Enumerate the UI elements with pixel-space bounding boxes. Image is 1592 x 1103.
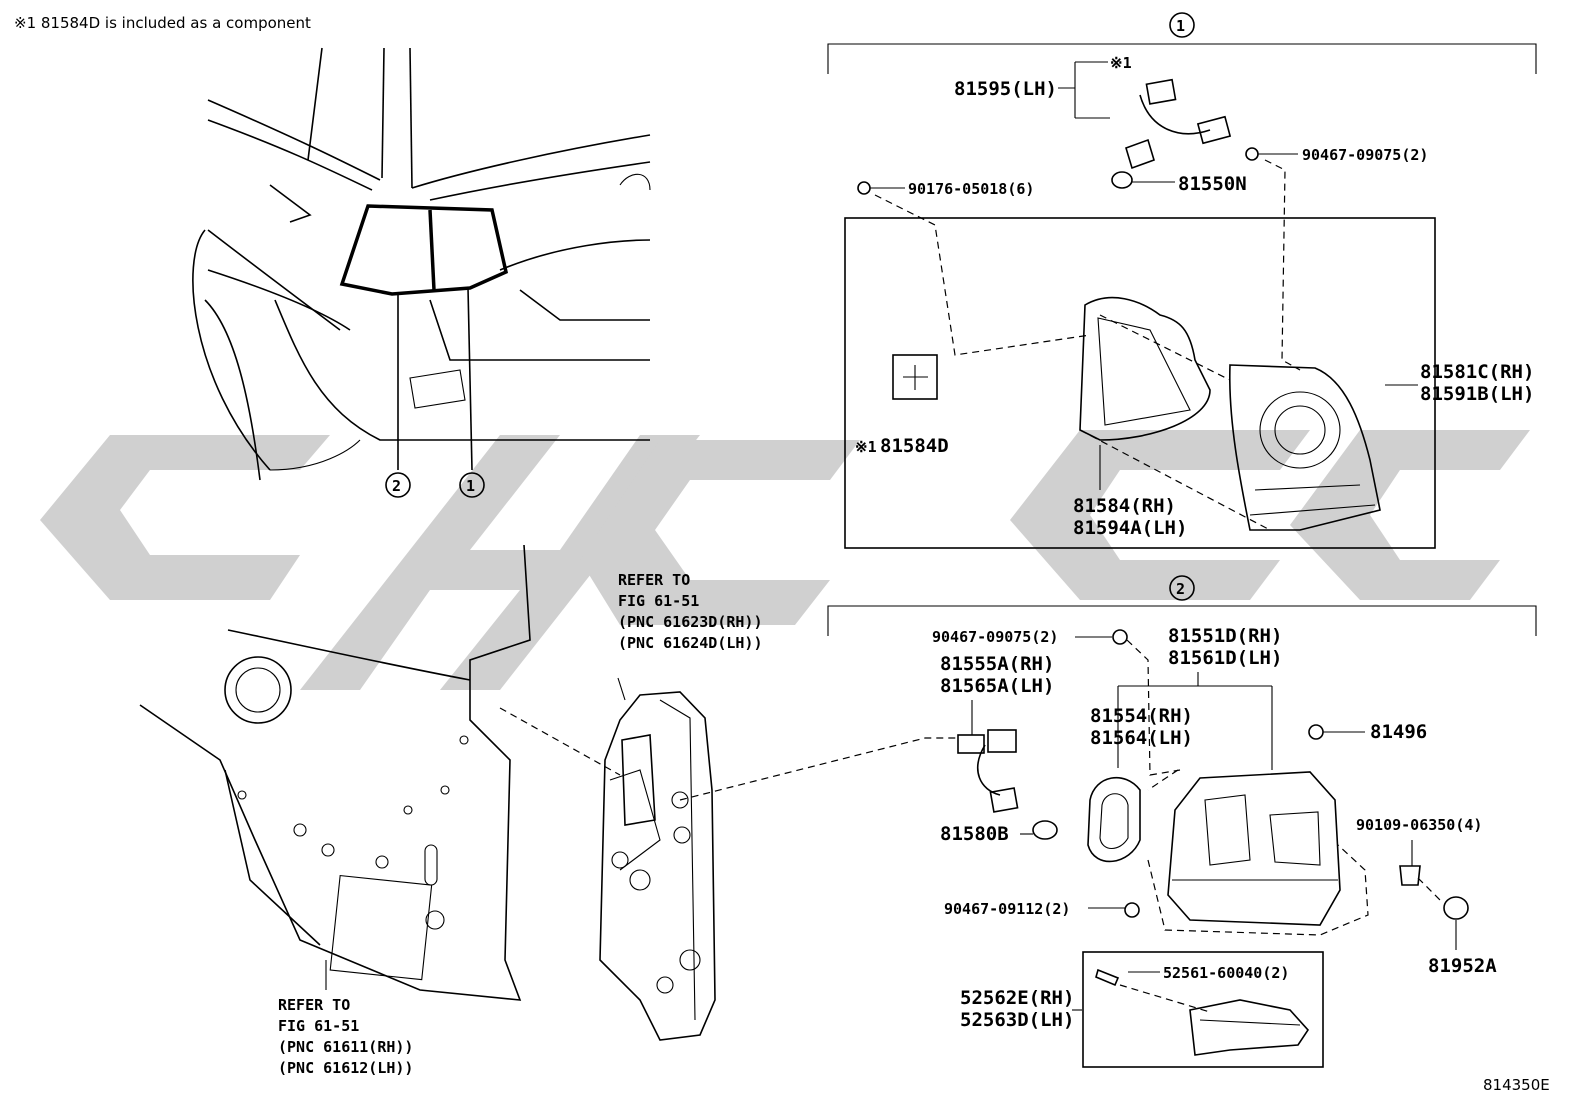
refer-upper-line2: FIG 61-51 bbox=[618, 592, 699, 610]
refer-lower-line1: REFER TO bbox=[278, 996, 350, 1014]
figure-code: 814350E bbox=[1483, 1076, 1550, 1094]
part-90467-09075-group2: 90467-09075(2) bbox=[932, 628, 1058, 646]
refer-lower-line3: (PNC 61611(RH)) bbox=[278, 1038, 413, 1056]
part-81584d: 81584D bbox=[880, 435, 949, 457]
part-81551d-rh: 81551D(RH) bbox=[1168, 625, 1282, 647]
mark-1-socket: ※1 bbox=[1110, 54, 1132, 72]
vehicle-rear-view: 2 1 bbox=[192, 47, 651, 498]
header-note: ※1 81584D is included as a component bbox=[14, 14, 311, 32]
part-81580b: 81580B bbox=[940, 823, 1009, 845]
callout-1-marker bbox=[459, 472, 485, 498]
part-52561-60040: 52561-60040(2) bbox=[1163, 964, 1289, 982]
callout-1-label: 1 bbox=[466, 477, 475, 495]
part-90109-06350: 90109-06350(4) bbox=[1356, 816, 1482, 834]
part-81561d-lh: 81561D(LH) bbox=[1168, 647, 1282, 669]
part-81595-lh: 81595(LH) bbox=[954, 78, 1057, 100]
part-81550n: 81550N bbox=[1178, 173, 1247, 195]
part-90467-09112: 90467-09112(2) bbox=[944, 900, 1070, 918]
watermark-c-2 bbox=[580, 440, 860, 625]
refer-lower-line2: FIG 61-51 bbox=[278, 1017, 359, 1035]
watermark-c-1 bbox=[40, 435, 330, 600]
gasket-81584 bbox=[1079, 296, 1211, 441]
refer-upper-line3: (PNC 61623D(RH)) bbox=[618, 613, 763, 631]
refer-upper-line1: REFER TO bbox=[618, 571, 690, 589]
part-81594a-lh: 81594A(LH) bbox=[1073, 517, 1187, 539]
watermark-h bbox=[300, 435, 700, 690]
refer-upper-line4: (PNC 61624D(LH)) bbox=[618, 634, 763, 652]
watermark-c-4 bbox=[1290, 430, 1530, 600]
group-1-box bbox=[844, 217, 1436, 549]
reflector-52562e bbox=[1189, 999, 1310, 1056]
gasket-81554 bbox=[1087, 776, 1141, 863]
group-2-number: 2 bbox=[1176, 580, 1185, 598]
mark-1-81584d: ※1 bbox=[855, 438, 877, 456]
part-81591b-lh: 81591B(LH) bbox=[1420, 383, 1534, 405]
inner-lamp-81581c bbox=[1228, 364, 1381, 531]
lamp-mount-bracket: REFER TO FIG 61-51 (PNC 61623D(RH)) (PNC… bbox=[499, 571, 960, 1041]
part-52562e-rh: 52562E(RH) bbox=[960, 987, 1074, 1009]
callout-2-label: 2 bbox=[392, 477, 401, 495]
outer-lamp-81551d bbox=[1167, 771, 1341, 926]
part-81554-rh: 81554(RH) bbox=[1090, 705, 1193, 727]
part-81581c-rh: 81581C(RH) bbox=[1420, 361, 1534, 383]
part-52563d-lh: 52563D(LH) bbox=[960, 1009, 1074, 1031]
part-81564-lh: 81564(LH) bbox=[1090, 727, 1193, 749]
watermark-c-3 bbox=[1010, 430, 1310, 600]
callout-2-marker bbox=[385, 472, 411, 498]
group-2-reflector-box bbox=[1082, 951, 1324, 1068]
group-1-assembly: 1 81595(LH) ※1 81550N 90467-09075(2) 901… bbox=[827, 12, 1537, 549]
part-90176-05018: 90176-05018(6) bbox=[908, 180, 1034, 198]
quarter-panel: REFER TO FIG 61-51 (PNC 61611(RH)) (PNC … bbox=[139, 544, 531, 1077]
group-2-marker bbox=[1169, 575, 1195, 601]
group-2-assembly: 2 90467-09075(2) 81551D(RH) 81561D(LH) 8… bbox=[827, 575, 1537, 1068]
part-81555a-rh: 81555A(RH) bbox=[940, 653, 1054, 675]
part-81496: 81496 bbox=[1370, 721, 1427, 743]
group-1-marker bbox=[1169, 12, 1195, 38]
group-1-number: 1 bbox=[1176, 17, 1185, 35]
part-81565a-lh: 81565A(LH) bbox=[940, 675, 1054, 697]
refer-lower-line4: (PNC 61612(LH)) bbox=[278, 1059, 413, 1077]
part-81584-rh: 81584(RH) bbox=[1073, 495, 1176, 517]
part-90467-09075-group1: 90467-09075(2) bbox=[1302, 146, 1428, 164]
watermark bbox=[40, 430, 1530, 690]
tail-lamp-outline bbox=[339, 204, 509, 296]
part-81952a: 81952A bbox=[1428, 955, 1497, 977]
